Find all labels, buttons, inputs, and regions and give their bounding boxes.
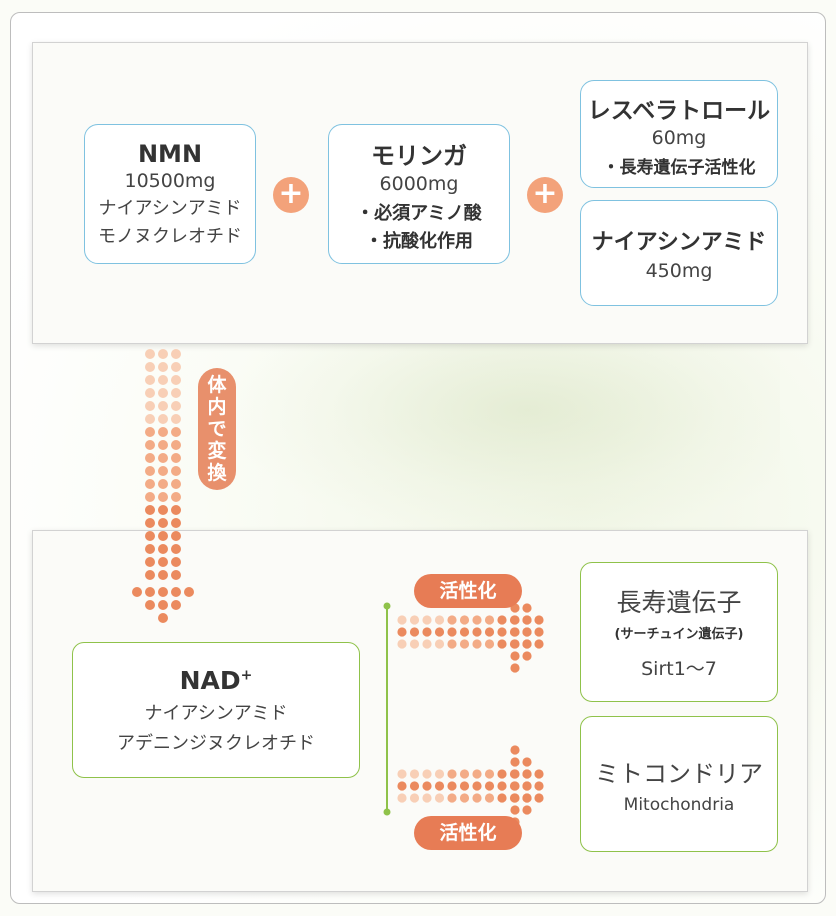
moringa-line1: ・必須アミノ酸 (356, 202, 482, 224)
niacinamide-box: ナイアシンアミド 450mg (580, 200, 778, 306)
nad-title: NAD+ (179, 665, 253, 695)
mito-sub: Mitochondria (623, 794, 735, 815)
moringa-amount: 6000mg (379, 172, 459, 195)
longevity-sub: (サーチュイン遺伝子) (614, 627, 744, 642)
longevity-gene-box: 長寿遺伝子 (サーチュイン遺伝子) Sirt1～7 (580, 562, 778, 702)
resveratrol-line1: ・長寿遺伝子活性化 (602, 157, 756, 178)
resveratrol-box: レスベラトロール 60mg ・長寿遺伝子活性化 (580, 80, 778, 188)
moringa-box: モリンガ 6000mg ・必須アミノ酸 ・抗酸化作用 (328, 124, 510, 264)
mito-title: ミトコンドリア (595, 759, 763, 788)
nmn-line2: モノヌクレオチド (98, 226, 242, 247)
convert-label: 体 内 で 変 換 (198, 368, 236, 490)
nmn-title: NMN (137, 140, 203, 168)
plus-icon: + (273, 177, 309, 213)
nad-line1: ナイアシンアミド (144, 702, 288, 724)
niacinamide-title: ナイアシンアミド (591, 230, 767, 255)
activate-label-top: 活性化 (414, 574, 522, 608)
longevity-title: 長寿遺伝子 (616, 588, 742, 617)
nad-box: NAD+ ナイアシンアミド アデニンジヌクレオチド (72, 642, 360, 778)
nad-line2: アデニンジヌクレオチド (117, 732, 315, 754)
nmn-amount: 10500mg (124, 170, 216, 192)
moringa-line2: ・抗酸化作用 (365, 230, 473, 252)
nmn-line1: ナイアシンアミド (98, 198, 242, 219)
nmn-box: NMN 10500mg ナイアシンアミド モノヌクレオチド (84, 124, 256, 264)
resveratrol-amount: 60mg (651, 126, 707, 149)
moringa-title: モリンガ (371, 141, 467, 170)
mitochondria-box: ミトコンドリア Mitochondria (580, 716, 778, 852)
activate-label-bottom: 活性化 (414, 816, 522, 850)
resveratrol-title: レスベラトロール (587, 97, 771, 124)
niacinamide-amount: 450mg (645, 260, 713, 282)
longevity-sirt: Sirt1～7 (641, 658, 717, 680)
plus-icon: + (527, 177, 563, 213)
